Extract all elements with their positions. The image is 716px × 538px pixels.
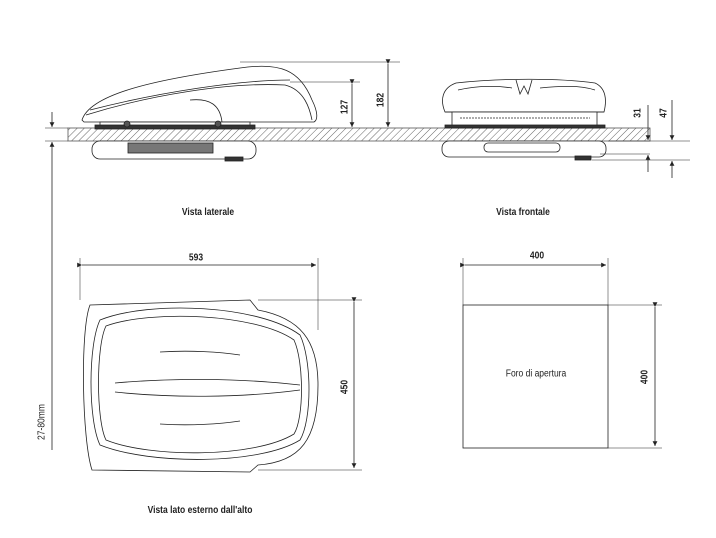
side-view	[81, 59, 400, 162]
dim-400-width: 400	[529, 250, 545, 262]
opening-label: Foro di apertura	[505, 368, 567, 380]
side-view-label: Vista laterale	[181, 207, 235, 218]
dim-182: 182	[375, 92, 387, 108]
dim-127: 127	[339, 99, 351, 115]
dim-593: 593	[188, 252, 204, 264]
roof-section	[67, 127, 651, 142]
front-view-label: Vista frontale	[496, 207, 550, 218]
dim-47: 47	[658, 108, 670, 118]
dim-450: 450	[339, 379, 351, 395]
opening-view	[460, 258, 662, 449]
dim-31: 31	[632, 108, 644, 118]
roof-thickness-dim: 27-80mm	[36, 404, 48, 440]
dim-400-depth: 400	[639, 369, 651, 385]
top-view-label: Vista lato esterno dall'alto	[147, 505, 253, 516]
top-view	[77, 258, 362, 473]
front-view	[441, 78, 690, 178]
